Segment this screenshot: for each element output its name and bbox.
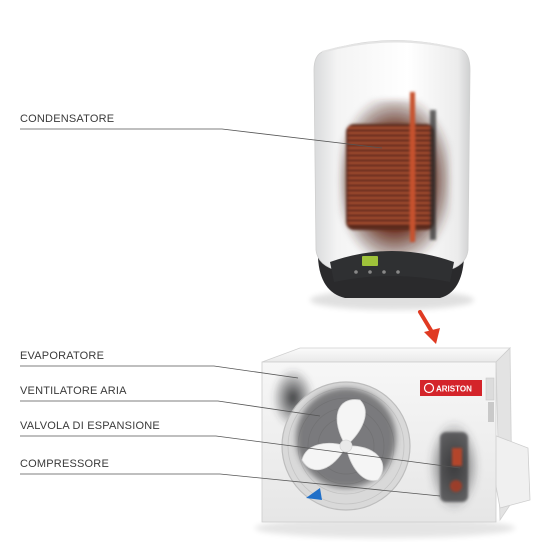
expansion-valve: [452, 448, 462, 466]
leader-ventilatore: [20, 400, 321, 417]
brand-name: ARISTON: [436, 385, 472, 394]
panel-button: [382, 270, 386, 274]
leader-lines: [20, 128, 461, 497]
display-screen: [362, 256, 378, 266]
label-ventilatore-aria: VENTILATORE ARIA: [20, 385, 127, 397]
fan-accent: [306, 488, 322, 500]
label-valvola-di-espansione: VALVOLA DI ESPANSIONE: [20, 420, 160, 432]
leader-evaporatore: [20, 365, 299, 379]
side-pipes: [485, 377, 495, 422]
panel-button: [354, 270, 358, 274]
control-panel: [330, 251, 454, 282]
water-heater-tank: [310, 40, 474, 310]
outdoor-unit: ARISTON: [255, 347, 531, 538]
panel-button: [368, 270, 372, 274]
panel-button: [396, 270, 400, 274]
leader-compressore: [20, 473, 441, 497]
compressor-assembly: [428, 420, 480, 512]
condenser-coil: [346, 92, 436, 242]
label-condensatore: CONDENSATORE: [20, 113, 115, 125]
leader-valvola: [20, 435, 461, 469]
flow-arrow: [418, 310, 440, 344]
brand-badge: ARISTON: [420, 380, 482, 396]
leader-condensatore: [20, 128, 383, 149]
label-compressore: COMPRESSORE: [20, 458, 109, 470]
label-evaporatore: EVAPORATORE: [20, 350, 105, 362]
